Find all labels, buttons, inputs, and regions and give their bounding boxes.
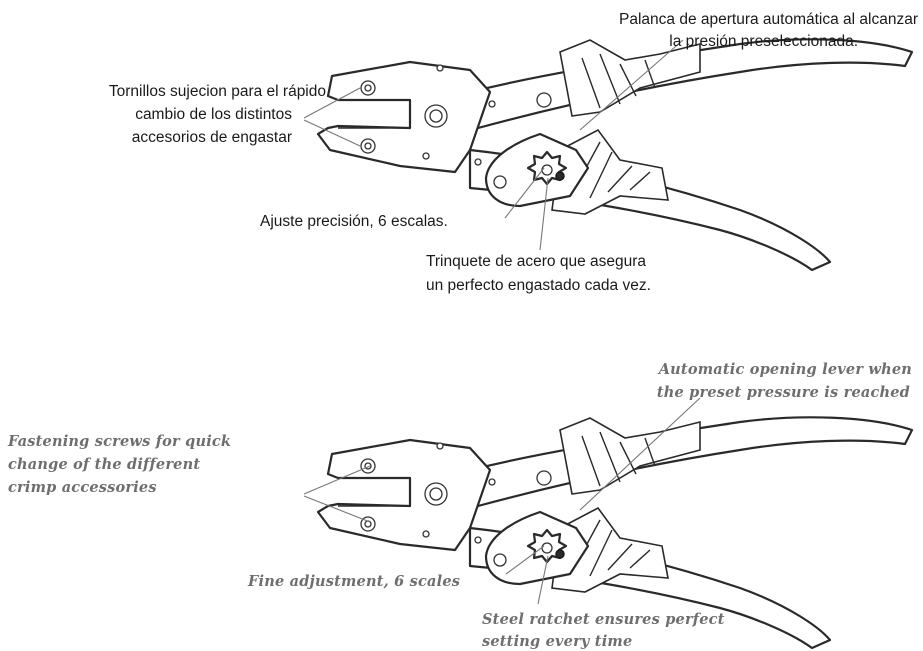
top-screws-label-line3: accesorios de engastar (132, 129, 292, 146)
top-ratchet-label-line2: un perfecto engastado cada vez. (426, 277, 651, 294)
bottom-ratchet-label-line1: Steel ratchet ensures perfect (482, 611, 725, 628)
top-screws-label-line2: cambio de los distintos (135, 106, 292, 123)
top-ratchet-label-line1: Trinquete de acero que asegura (426, 253, 646, 270)
bottom-screws-label-line3: crimp accessories (8, 479, 157, 496)
top-screws-label-line1: Tornillos sujecion para el rápido (109, 83, 326, 100)
top-lever-label-line2: la presión preseleccionada. (669, 33, 858, 50)
bottom-lever-label-line2: the preset pressure is reached (657, 384, 910, 401)
bottom-ratchet-label-line2: setting every time (482, 633, 632, 650)
bottom-screws-label-line1: Fastening screws for quick (7, 433, 231, 450)
bottom-adjust-label: Fine adjustment, 6 scales (247, 573, 460, 590)
top-adjust-label: Ajuste precisión, 6 escalas. (260, 213, 448, 230)
top-lever-label-line1: Palanca de apertura automática al alcanz… (619, 11, 918, 28)
bottom-lever-label-line1: Automatic opening lever when (657, 361, 912, 378)
crimping-tool-top (318, 39, 912, 270)
bottom-screws-label-line2: change of the different (8, 456, 200, 473)
